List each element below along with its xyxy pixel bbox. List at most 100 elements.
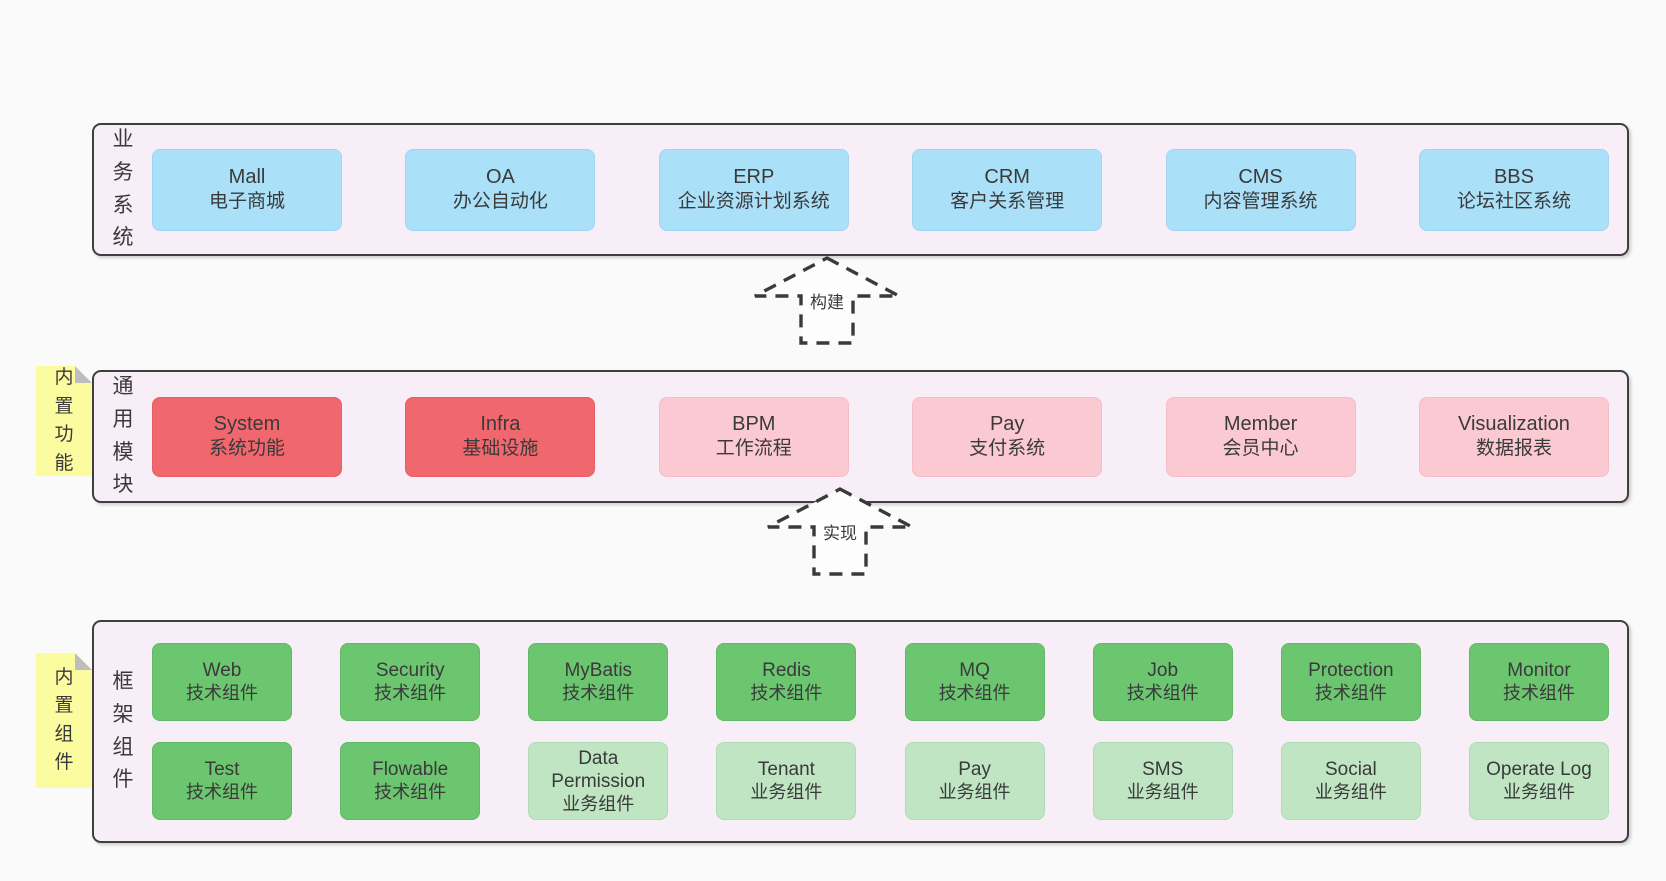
builtin-features-tag: 内置功能 [36,366,92,476]
box-subtitle: 企业资源计划系统 [677,191,830,213]
box-title: MQ [959,660,990,682]
box-security: Security 技术组件 [340,643,481,721]
builtin-components-tag-label: 内置组件 [54,666,74,773]
box-title: Infra [480,412,521,435]
box-pay-module: Pay 支付系统 [912,396,1103,477]
box-protection: Protection 技术组件 [1280,643,1421,721]
box-title: System [213,412,281,435]
box-title: ERP [733,165,775,188]
layer-common-modules: 通用模块 System 系统功能 Infra 基础设施 BPM 工作流程 Pay… [92,370,1629,503]
implement-arrow: 实现 [765,486,915,578]
box-title: Flowable [372,759,449,781]
box-visualization: Visualization 数据报表 [1418,396,1609,477]
box-bbs: BBS 论坛社区系统 [1418,148,1609,231]
box-subtitle: 基础设施 [462,438,539,460]
framework-components-label-col: 框架组件 [94,622,152,841]
box-title: Job [1147,660,1179,682]
box-title: OA [485,165,515,188]
box-job: Job 技术组件 [1092,643,1233,721]
builtin-components-tag: 内置组件 [36,653,92,788]
box-title: Mall [228,165,266,188]
box-operate-log: Operate Log 业务组件 [1468,742,1609,820]
box-subtitle: 技术组件 [938,683,1011,704]
framework-components-boxes: Web 技术组件 Security 技术组件 MyBatis 技术组件 Redi… [152,622,1627,841]
box-subtitle: 办公自动化 [452,191,548,213]
box-title: Protection [1308,660,1394,682]
layer-business-systems: 业务系统 Mall 电子商城 OA 办公自动化 ERP 企业资源计划系统 CRM… [92,123,1629,256]
box-title: Redis [762,660,811,682]
box-title: Tenant [757,759,815,781]
business-systems-label: 业务系统 [112,128,134,250]
builtin-features-tag-label: 内置功能 [54,367,74,474]
box-sms: SMS 业务组件 [1092,742,1233,820]
box-crm: CRM 客户关系管理 [912,148,1103,231]
biz-components-row: Test 技术组件 Flowable 技术组件 Data Permission … [152,742,1609,820]
implement-arrow-label: 实现 [820,519,860,544]
common-modules-label: 通用模块 [112,375,134,497]
box-title: Monitor [1507,660,1571,682]
box-subtitle: 技术组件 [186,683,258,704]
box-system: System 系统功能 [152,396,342,477]
box-social: Social 业务组件 [1280,742,1421,820]
box-title: CRM [984,165,1030,188]
box-subtitle: 论坛社区系统 [1456,191,1571,213]
box-title: Web [202,660,242,682]
box-subtitle: 业务组件 [750,782,823,803]
box-subtitle: 技术组件 [1126,683,1199,704]
business-systems-label-col: 业务系统 [94,125,152,254]
box-title: MyBatis [564,660,633,682]
box-subtitle: 工作流程 [715,438,792,460]
box-subtitle: 会员中心 [1222,438,1299,460]
note-fold-icon [75,366,92,383]
box-subtitle: 技术组件 [562,683,635,704]
box-bpm: BPM 工作流程 [658,396,849,477]
box-title: Operate Log [1486,759,1592,781]
box-title: Member [1223,412,1298,435]
box-web: Web 技术组件 [152,643,292,721]
box-member: Member 会员中心 [1165,396,1356,477]
build-arrow-label: 构建 [807,288,847,313]
common-modules-boxes: System 系统功能 Infra 基础设施 BPM 工作流程 Pay 支付系统… [152,372,1627,501]
box-subtitle: 业务组件 [938,782,1011,803]
layer-framework-components: 框架组件 Web 技术组件 Security 技术组件 MyBatis 技术组件… [92,620,1629,843]
box-subtitle: 电子商城 [208,191,285,213]
box-title: Pay [989,412,1025,435]
box-title: Security [375,660,445,682]
box-title: Pay [958,759,991,781]
box-monitor: Monitor 技术组件 [1468,643,1609,721]
box-subtitle: 支付系统 [969,438,1046,460]
note-fold-icon [75,653,92,670]
box-subtitle: 业务组件 [562,793,635,814]
box-subtitle: 数据报表 [1475,438,1552,460]
box-subtitle: 技术组件 [1502,683,1575,704]
box-infra: Infra 基础设施 [405,396,596,477]
box-title: Test [204,759,240,781]
box-title: Social [1324,759,1377,781]
box-erp: ERP 企业资源计划系统 [658,148,849,231]
box-title: BBS [1493,165,1534,188]
business-systems-boxes: Mall 电子商城 OA 办公自动化 ERP 企业资源计划系统 CRM 客户关系… [152,125,1627,254]
box-data-permission: Data Permission 业务组件 [528,742,669,820]
box-test: Test 技术组件 [152,742,292,820]
box-title: Visualization [1457,412,1570,435]
box-subtitle: 内容管理系统 [1203,191,1318,213]
box-flowable: Flowable 技术组件 [340,742,481,820]
box-oa: OA 办公自动化 [405,148,596,231]
box-title: SMS [1142,759,1184,781]
common-modules-label-col: 通用模块 [94,372,152,501]
build-arrow: 构建 [752,255,902,347]
box-tenant: Tenant 业务组件 [716,742,857,820]
box-subtitle: 技术组件 [374,782,447,803]
box-mq: MQ 技术组件 [904,643,1045,721]
box-pay-component: Pay 业务组件 [904,742,1045,820]
box-subtitle: 业务组件 [1502,782,1575,803]
box-subtitle: 技术组件 [1314,683,1387,704]
box-subtitle: 技术组件 [186,782,258,803]
box-title: CMS [1238,165,1283,188]
tech-components-row: Web 技术组件 Security 技术组件 MyBatis 技术组件 Redi… [152,643,1609,721]
box-mybatis: MyBatis 技术组件 [528,643,669,721]
box-title: Data Permission [551,747,646,792]
box-redis: Redis 技术组件 [716,643,857,721]
box-subtitle: 技术组件 [374,683,447,704]
